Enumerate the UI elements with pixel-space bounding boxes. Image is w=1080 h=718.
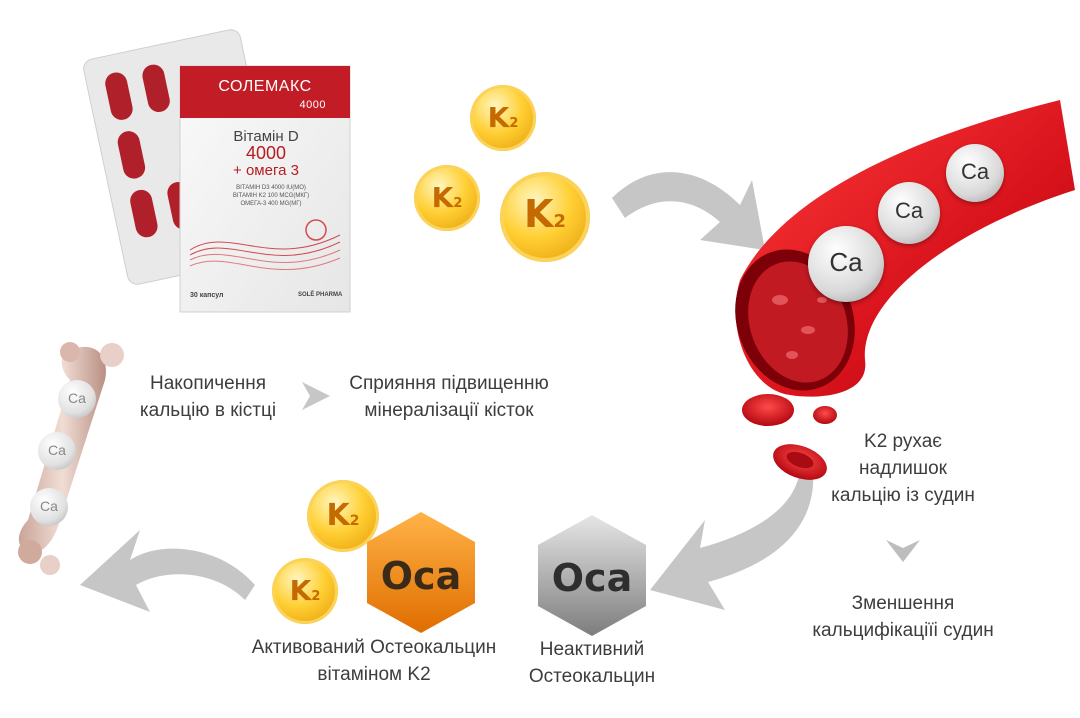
k2-symbol: K: [431, 181, 454, 214]
osteocalcin-active-label: Oca: [380, 554, 462, 598]
label-line: кальцифікаціїі судин: [812, 620, 994, 641]
calcium-ball: Ca: [878, 182, 940, 244]
k2-symbol: K: [524, 192, 554, 236]
calcium-label: Ca: [40, 498, 58, 514]
label-line: кальцію із судин: [831, 485, 975, 506]
label-line: надлишок: [859, 458, 947, 479]
label-line: Накопичення: [149, 373, 267, 394]
k2-symbol: K: [487, 101, 510, 134]
k2-subscript: 2: [509, 116, 519, 131]
blood-cell: [742, 394, 794, 426]
k2-symbol: K: [326, 498, 350, 533]
product-title: Вітамін D 4000 + омега 3: [186, 128, 346, 179]
product-title-line1: Вітамін D: [233, 128, 299, 145]
blood-cell: [786, 451, 814, 469]
chevron-down-icon: [886, 540, 920, 562]
product-title-line2: 4000: [245, 143, 287, 163]
k2-coin: K2: [500, 172, 590, 262]
label-mineralization: Сприяння підвищенню мінералізації кісток: [340, 370, 558, 424]
calcium-ball: Ca: [30, 488, 68, 526]
k2-subscript: 2: [349, 513, 360, 529]
label-activated: Активований Остеокальцин вітаміном K2: [244, 634, 504, 688]
k2-symbol: K: [289, 574, 312, 607]
ingredient-line: ВІТАМІН K2 100 MCG(МКГ): [232, 193, 310, 199]
blood-cell: [813, 406, 837, 424]
k2-subscript: 2: [453, 196, 463, 211]
k2-subscript: 2: [553, 211, 566, 232]
label-line: мінералізації кісток: [364, 400, 534, 421]
osteocalcin-hex-inactive: [538, 515, 646, 636]
label-line: Активований Остеокальцин: [251, 637, 497, 658]
calcium-label: Ca: [960, 159, 990, 184]
k2-coin: K2: [272, 558, 338, 624]
arrow-to-bone: [80, 530, 255, 612]
product-ingredients: ВІТАМІН D3 4000 IU(МО) ВІТАМІН K2 100 MC…: [196, 184, 346, 208]
k2-coin: K2: [414, 165, 480, 231]
calcium-label: Ca: [68, 390, 86, 406]
label-inactive: Неактивний Остеокальцин: [522, 636, 662, 690]
product-box: [179, 65, 351, 313]
ingredient-line: ВІТАМІН D3 4000 IU(МО): [236, 185, 306, 191]
calcium-ball: Ca: [808, 226, 884, 302]
calcium-label: Ca: [829, 247, 863, 277]
calcium-ball: Ca: [946, 144, 1004, 202]
label-line: Сприяння підвищенню: [349, 373, 549, 394]
k2-subscript: 2: [311, 589, 321, 604]
label-line: Остеокальцин: [528, 666, 656, 687]
product-brand-name: СОЛЕМАКС: [218, 78, 312, 95]
calcium-label: Ca: [894, 198, 924, 223]
osteocalcin-inactive-label: Oca: [551, 556, 633, 600]
label-k2-moves: K2 рухає надлишок кальцію із судин: [818, 428, 988, 509]
label-calcification: Зменшення кальцифікаціїі судин: [800, 590, 1006, 644]
calcium-ball: Ca: [38, 432, 76, 470]
label-line: Зменшення: [851, 593, 955, 614]
product-title-line3: + омега 3: [233, 162, 299, 179]
k2-coin: K2: [470, 85, 536, 151]
ingredient-line: ОМЕГА-3 400 MG(МГ): [240, 201, 302, 207]
chevron-right-icon: [302, 382, 330, 410]
calcium-ball: Ca: [58, 380, 96, 418]
label-bone-accumulation: Накопичення кальцію в кістці: [128, 370, 288, 424]
product-brand-number: 4000: [299, 99, 326, 111]
k2-coin: K2: [307, 480, 379, 552]
blood-vessel: [735, 100, 1075, 397]
product-count: 30 капсул: [190, 292, 224, 299]
label-line: вітаміном K2: [317, 664, 431, 685]
label-line: K2 рухає: [864, 431, 942, 452]
osteocalcin-hex-active: [367, 512, 475, 633]
calcium-label: Ca: [48, 442, 66, 458]
arrow-to-vessel: [612, 172, 765, 250]
arrow-to-osteocalcin: [650, 455, 814, 610]
product-brand: СОЛЕМАКС 4000: [186, 72, 344, 116]
label-line: Неактивний: [539, 639, 645, 660]
label-line: кальцію в кістці: [139, 400, 277, 421]
product-maker: SOLĒ PHARMA: [298, 292, 343, 298]
